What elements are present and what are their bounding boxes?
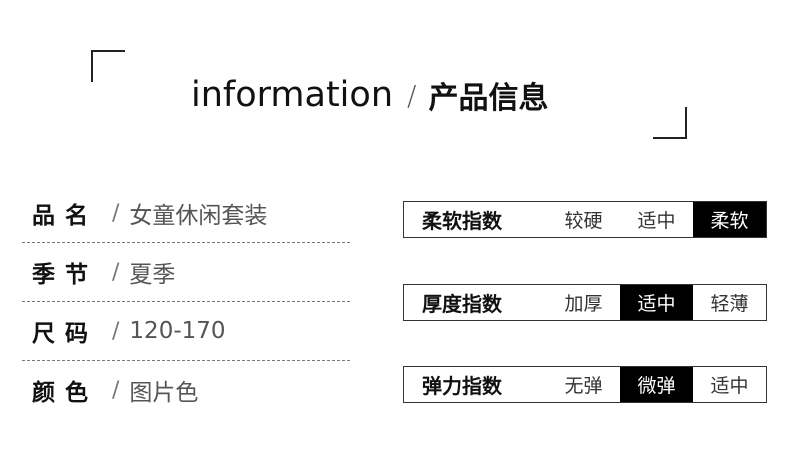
index-label: 柔软指数 (422, 209, 502, 233)
index-bar-thickness: 厚度指数 加厚 适中 轻薄 (403, 284, 767, 321)
title-chinese: 产品信息 (428, 81, 549, 116)
corner-bracket-top-left (91, 50, 125, 82)
corner-bracket-bottom-right (653, 107, 687, 139)
title-english: information (191, 75, 394, 115)
spec-separator: / (112, 318, 120, 344)
index-option: 适中 (710, 375, 749, 397)
page-title: information / 产品信息 (191, 72, 548, 118)
spec-label: 颜色 (32, 380, 98, 406)
spec-label: 尺码 (32, 321, 98, 347)
spec-label: 季节 (32, 262, 98, 288)
spec-row-color: 颜色 / 图片色 (22, 361, 350, 419)
index-option: 较硬 (564, 210, 603, 232)
spec-list: 品名 / 女童休闲套装 季节 / 夏季 尺码 / 120-170 颜色 / 图片… (22, 184, 350, 419)
index-option: 无弹 (564, 375, 603, 397)
spec-value: 图片色 (129, 380, 199, 406)
spec-value: 夏季 (129, 262, 176, 288)
index-option-selected: 微弹 (620, 367, 693, 402)
spec-label: 品名 (32, 203, 98, 229)
index-option: 适中 (637, 210, 676, 232)
title-separator: / (407, 78, 417, 112)
index-option-selected: 柔软 (693, 202, 766, 237)
index-label: 厚度指数 (422, 292, 502, 316)
index-option: 轻薄 (710, 293, 749, 315)
spec-row-season: 季节 / 夏季 (22, 243, 350, 302)
spec-separator: / (112, 200, 120, 226)
spec-row-size: 尺码 / 120-170 (22, 302, 350, 361)
index-label: 弹力指数 (422, 374, 502, 398)
spec-separator: / (112, 377, 120, 403)
index-option: 加厚 (564, 293, 603, 315)
spec-row-name: 品名 / 女童休闲套装 (22, 184, 350, 243)
spec-value: 女童休闲套装 (129, 203, 268, 229)
index-bar-elasticity: 弹力指数 无弹 微弹 适中 (403, 366, 767, 403)
spec-value: 120-170 (129, 318, 226, 344)
index-bar-softness: 柔软指数 较硬 适中 柔软 (403, 201, 767, 238)
spec-separator: / (112, 259, 120, 285)
index-option-selected: 适中 (620, 285, 693, 320)
